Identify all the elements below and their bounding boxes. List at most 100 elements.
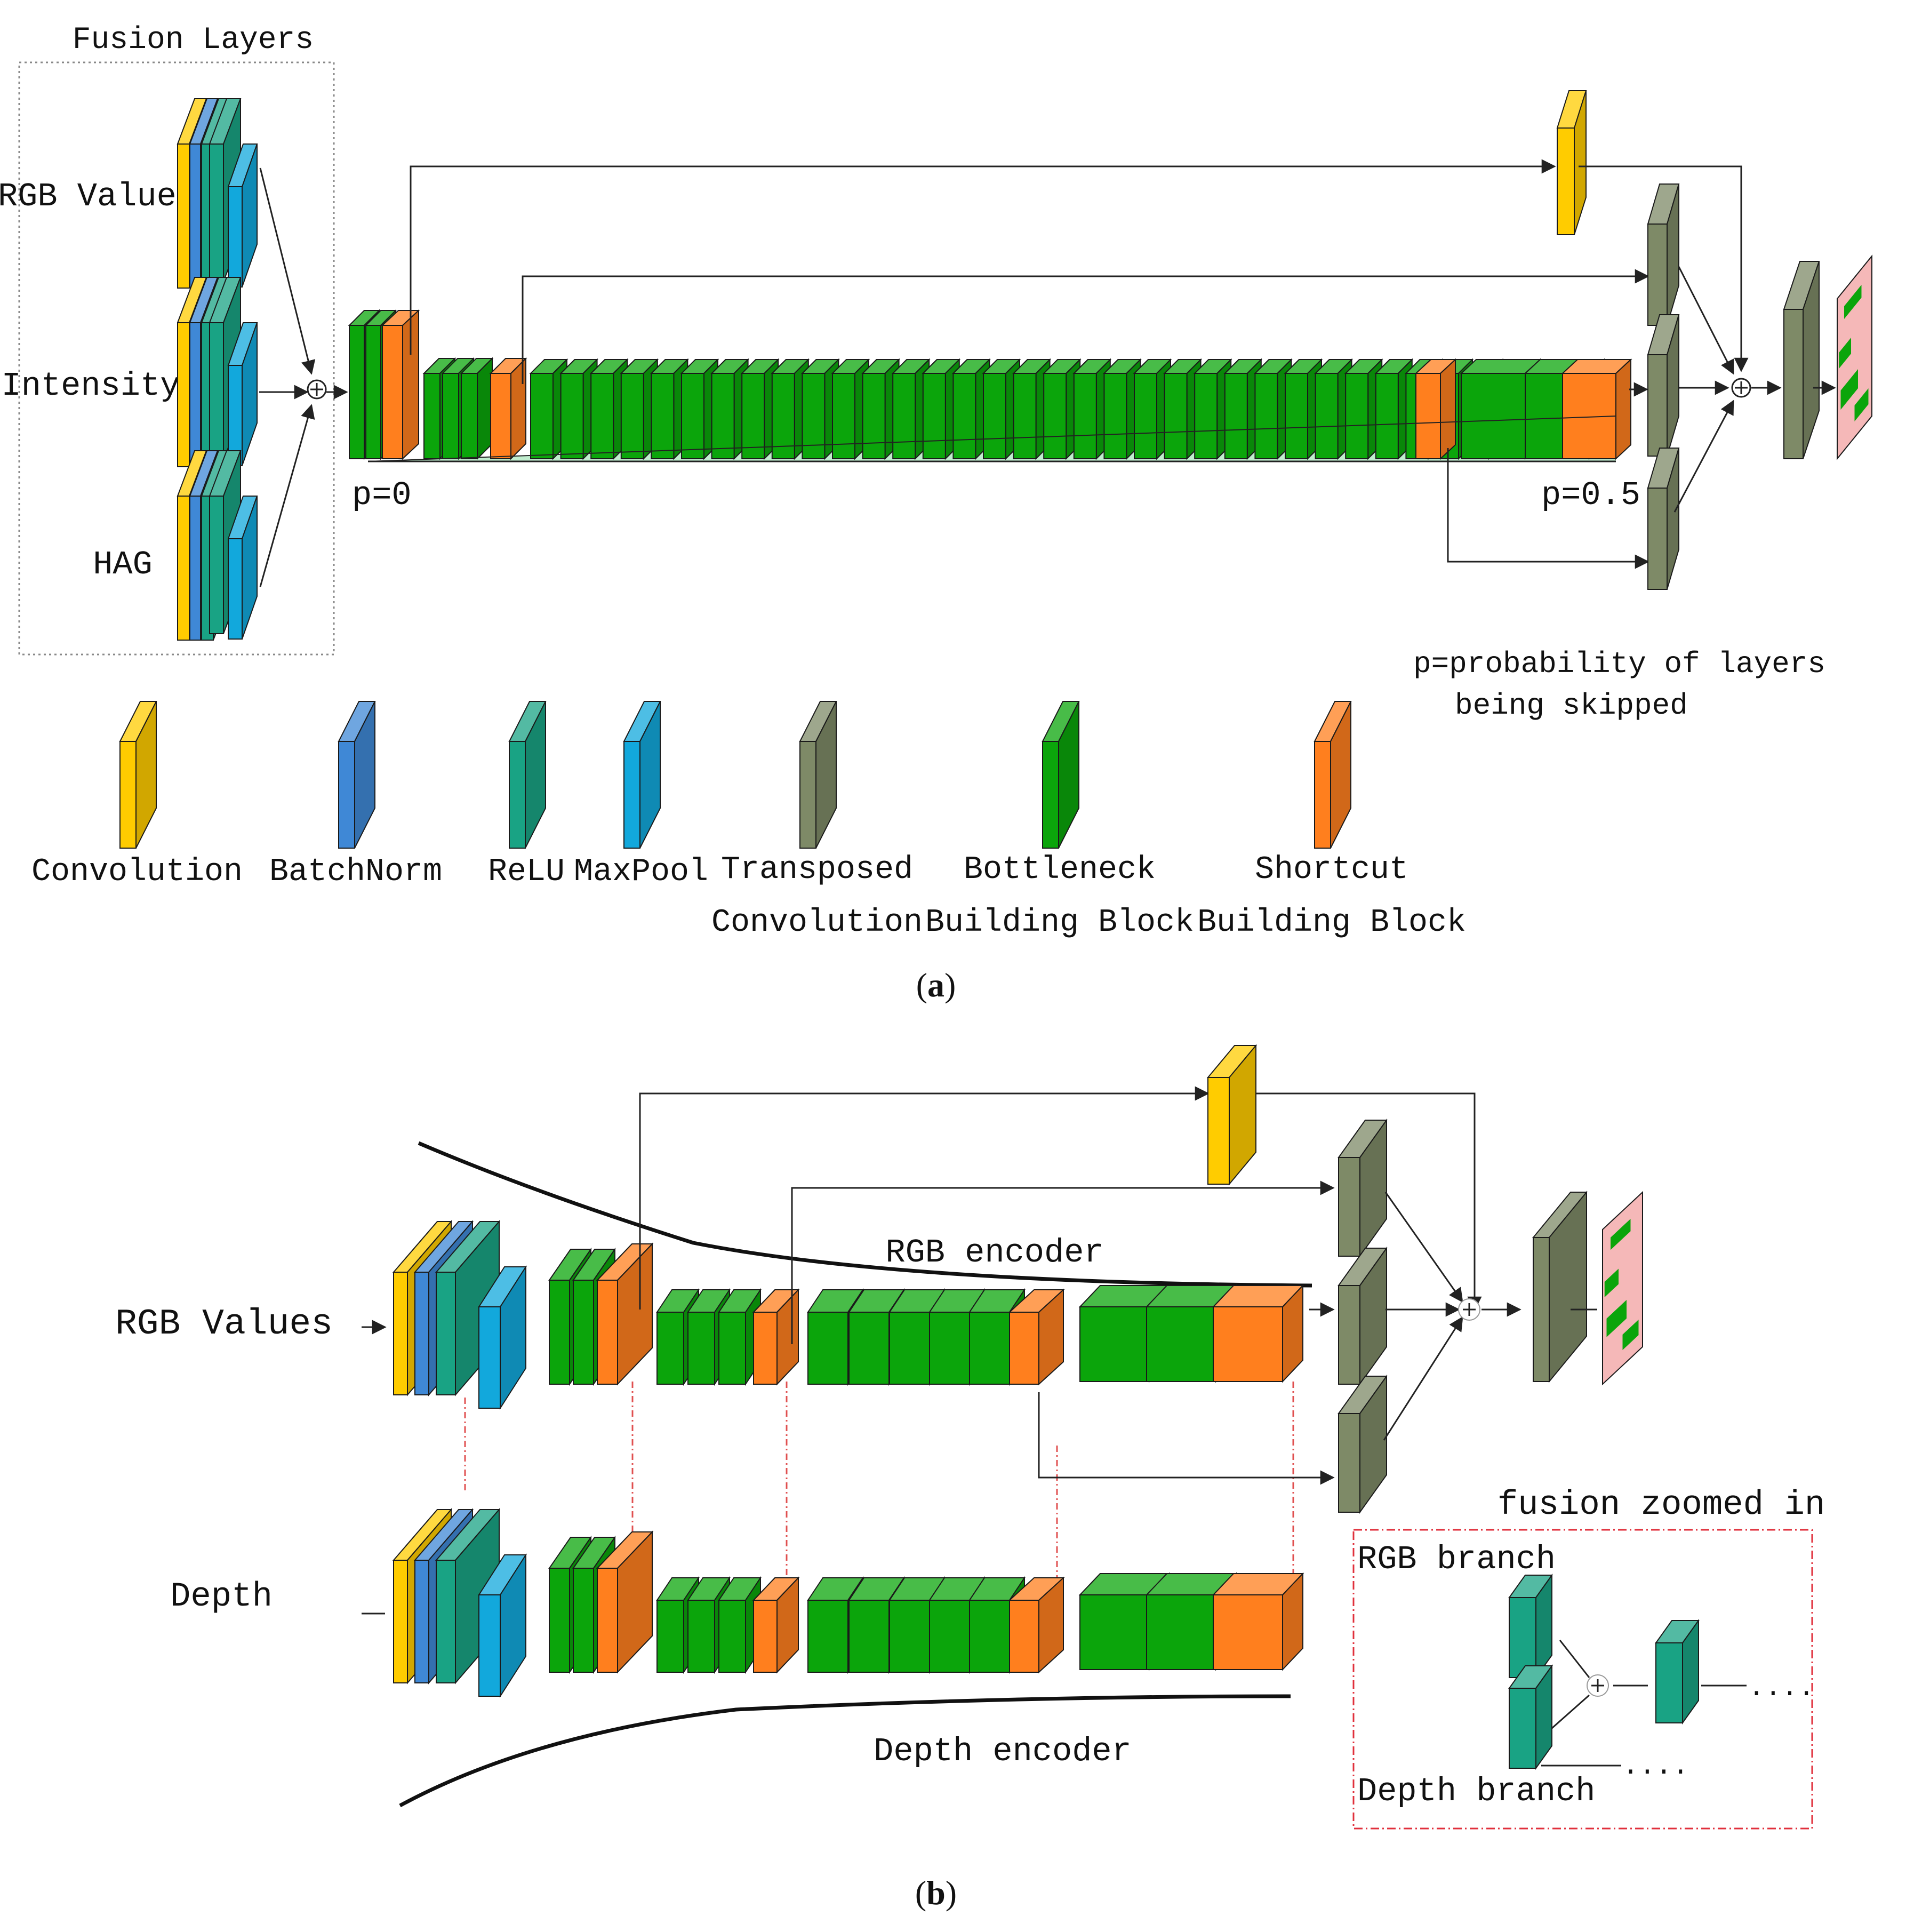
arrow-decoder-top-to-sum (1678, 266, 1734, 375)
arrow-decoder-bot-to-sum (1673, 400, 1734, 513)
shortcut-block (752, 1288, 800, 1386)
zoom-dots-depth: .... (1622, 1751, 1689, 1782)
legend-label: Transposed (721, 852, 913, 888)
arrow-b-top-to-sum (1384, 1192, 1463, 1303)
fusion-sum-node (307, 379, 327, 400)
skip-link-middle (522, 269, 1649, 384)
maxpool-layer (227, 496, 258, 640)
arrow-rgb-to-sum (259, 167, 316, 375)
transposed-conv-decoder-b (1338, 1118, 1388, 1514)
maxpool-layer (478, 1265, 527, 1410)
depth-input-label: Depth (170, 1578, 273, 1616)
resnet-encoder (348, 309, 1632, 460)
decoder-sum-node-b (1458, 1298, 1480, 1321)
fusion-layers-title: Fusion Layers (73, 23, 314, 58)
transposed-conv-layer (1532, 1191, 1588, 1383)
legend-label: Convolution (31, 854, 243, 890)
skip-link-bottom (1447, 448, 1649, 569)
caption-b: (b) (915, 1874, 957, 1912)
shortcut-block (596, 1242, 654, 1386)
legend-label-line2: Building Block (1197, 905, 1466, 941)
shortcut-block (596, 1530, 654, 1674)
legend-swatch (799, 701, 837, 849)
panel-a: Fusion Layers RGB Values Intensity HAG p… (0, 23, 1872, 723)
arrow-hag-to-sum (259, 404, 315, 587)
skip-link-b-top-out (1256, 1092, 1482, 1311)
fusion-zoom-blocks (1508, 1573, 1700, 1770)
bottleneck-block (888, 1576, 946, 1674)
segmentation-output-image (1837, 254, 1872, 460)
skip-link-b-middle (791, 1180, 1335, 1344)
transposed-conv-layer (1338, 1246, 1388, 1386)
p-start-label: p=0 (352, 476, 412, 514)
caption-a: (a) (916, 966, 956, 1004)
legend-label: BatchNorm (269, 854, 442, 890)
legend-label: MaxPool (574, 854, 708, 890)
skip-probability-edge (367, 416, 1616, 462)
relu-layer (1508, 1573, 1553, 1680)
fusion-layers-box (18, 61, 335, 656)
rgb-input-label: RGB Values (115, 1304, 333, 1345)
shortcut-block (489, 357, 527, 460)
zoom-arrow-rgb (1559, 1640, 1590, 1678)
rgb-encoder-label: RGB encoder (885, 1234, 1103, 1272)
skip-conv-top-b (1206, 1044, 1258, 1186)
transposed-conv-decoder (1647, 183, 1680, 590)
legend-label-line2: Building Block (925, 905, 1194, 941)
legend-swatch (508, 701, 547, 849)
legend-swatch (1042, 701, 1080, 849)
fusion-stack-rgb (177, 98, 258, 289)
final-transposed-conv (1783, 261, 1820, 459)
shortcut-block (1414, 358, 1457, 460)
transposed-conv-layer (1647, 314, 1680, 457)
relu-layer (1655, 1618, 1700, 1725)
shortcut-block (1008, 1288, 1065, 1386)
zoom-arrow-depth (1551, 1694, 1590, 1729)
bottleneck-block (1193, 358, 1232, 460)
fusion-stack-intensity (177, 277, 258, 467)
convolution-layer (1556, 90, 1587, 235)
shortcut-block (1561, 358, 1632, 460)
transposed-conv-layer (1647, 183, 1680, 326)
zoom-depth-branch-label: Depth branch (1357, 1773, 1595, 1810)
transposed-conv-layer (1338, 1118, 1388, 1258)
transposed-conv-layer (1647, 448, 1680, 590)
decoder-sum-node (1731, 378, 1751, 398)
shortcut-block (1212, 1572, 1304, 1671)
legend-label-line2: Convolution (711, 905, 923, 941)
transposed-conv-layer (1783, 261, 1820, 459)
zoom-dots-rgb: .... (1748, 1672, 1815, 1704)
shortcut-block (752, 1576, 800, 1674)
convolution-layer (1206, 1044, 1258, 1186)
maxpool-layer (478, 1553, 527, 1698)
legend-label: Shortcut (1255, 852, 1408, 888)
p-note-line1: p=probability of layers (1413, 647, 1825, 681)
legend-label: ReLU (488, 854, 565, 890)
panel-b: RGB encoder Depth encoder RGB Values Dep… (115, 1044, 1825, 1830)
input-label-hag: HAG (93, 546, 153, 584)
p-note-line2: being skipped (1455, 689, 1688, 723)
shortcut-block (1008, 1576, 1065, 1674)
skip-conv-top (1556, 90, 1587, 235)
legend-swatch (119, 701, 157, 849)
maxpool-layer (227, 322, 258, 466)
legend-swatch (623, 701, 661, 849)
skip-link-b-bottom (1038, 1392, 1335, 1485)
fusion-stack-hag (177, 450, 258, 641)
relu-layer (1508, 1664, 1553, 1770)
zoom-rgb-branch-label: RGB branch (1357, 1540, 1556, 1578)
skip-link-top-out (1579, 165, 1749, 372)
legend-swatch (1314, 701, 1352, 849)
zoom-sum-node (1587, 1674, 1609, 1697)
depth-encoder-curve (399, 1694, 1291, 1808)
maxpool-layer (227, 143, 258, 288)
input-label-intensity: Intensity (2, 367, 180, 405)
rgb-encoder-branch (392, 1220, 1304, 1410)
input-label-rgb-values: RGB Values (0, 178, 196, 215)
fusion-zoom-box (1352, 1529, 1813, 1830)
arrow-b-bot-to-sum (1383, 1316, 1463, 1441)
fusion-links (464, 1382, 1294, 1603)
rgb-encoder-curve (418, 1141, 1312, 1288)
